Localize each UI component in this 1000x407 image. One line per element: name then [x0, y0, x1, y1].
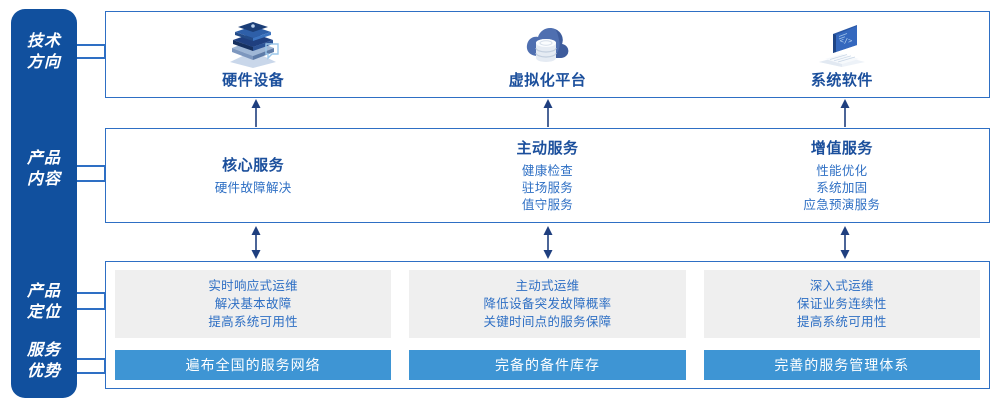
rail-label-tech-direction: 技术 方向	[11, 31, 77, 73]
rail-label-line: 方向	[26, 54, 61, 71]
content-column-item: 性能优化	[816, 164, 868, 178]
arrow-double-vertical-icon	[251, 226, 261, 259]
content-column-item: 系统加固	[816, 181, 868, 195]
positioning-box[interactable]: 实时响应式运维 解决基本故障 提高系统可用性	[115, 270, 392, 338]
advantage-bar[interactable]: 完善的服务管理体系	[703, 350, 980, 380]
tech-item-hardware[interactable]: 硬件设备	[106, 12, 400, 97]
connector-line	[77, 57, 106, 59]
connector-line	[77, 44, 106, 46]
connector-line	[104, 44, 106, 58]
bottom-columns: 实时响应式运维 解决基本故障 提高系统可用性 遍布全国的服务网络 主动式运维 降…	[115, 270, 980, 380]
content-column-item: 应急预演服务	[803, 198, 881, 212]
positioning-item: 解决基本故障	[214, 297, 292, 311]
product-content-columns: 核心服务 硬件故障解决 主动服务 健康检查 驻场服务 值守服务 增值服务 性能优…	[106, 129, 989, 222]
rail-label-product-content: 产品 内容	[11, 148, 77, 190]
bottom-column-proactive: 主动式运维 降低设备突发故障概率 关键时间点的服务保障 完备的备件库存	[409, 270, 686, 380]
advantage-bar[interactable]: 遍布全国的服务网络	[115, 350, 392, 380]
connector-line	[77, 308, 106, 310]
rail-label-line: 优势	[26, 363, 61, 380]
tech-item-virtualization[interactable]: 虚拟化平台	[400, 12, 694, 97]
positioning-item: 提高系统可用性	[208, 315, 298, 329]
content-column-title: 主动服务	[516, 140, 579, 157]
connector-line	[77, 180, 106, 182]
positioning-item: 深入式运维	[809, 279, 874, 293]
positioning-box[interactable]: 主动式运维 降低设备突发故障概率 关键时间点的服务保障	[409, 270, 686, 338]
laptop-code-icon: </>	[818, 25, 865, 67]
connector-line	[77, 358, 106, 360]
positioning-box[interactable]: 深入式运维 保证业务连续性 提高系统可用性	[703, 270, 980, 338]
left-rail	[11, 9, 77, 398]
rail-label-line: 内容	[26, 171, 61, 188]
tech-item-label: 硬件设备	[222, 72, 285, 89]
rail-label-line: 技术	[26, 33, 61, 50]
rail-label-line: 产品	[26, 283, 61, 300]
rail-label-line: 定位	[26, 304, 61, 321]
positioning-item: 降低设备突发故障概率	[483, 297, 612, 311]
arrow-double-vertical-icon	[840, 226, 850, 259]
positioning-item: 关键时间点的服务保障	[483, 315, 612, 329]
arrow-up-icon	[251, 99, 261, 127]
server-stack-icon	[230, 22, 279, 68]
content-column-item: 健康检查	[521, 164, 574, 178]
advantage-bar[interactable]: 完备的备件库存	[409, 350, 686, 380]
rail-label-product-position: 产品 定位	[11, 281, 77, 323]
tech-item-label: 系统软件	[810, 72, 873, 89]
content-column-item: 硬件故障解决	[214, 181, 292, 195]
tech-item-system-software[interactable]: </> 系统软件	[695, 12, 989, 97]
connector-line	[104, 165, 106, 181]
bottom-column-realtime: 实时响应式运维 解决基本故障 提高系统可用性 遍布全国的服务网络	[115, 270, 392, 380]
positioning-item: 提高系统可用性	[797, 315, 887, 329]
technology-direction-panel: 硬件设备 虚拟化平台	[105, 11, 990, 98]
arrow-double-vertical-icon	[543, 226, 553, 259]
content-column-value-added-service[interactable]: 增值服务 性能优化 系统加固 应急预演服务	[695, 129, 989, 222]
technology-items: 硬件设备 虚拟化平台	[106, 12, 989, 97]
content-column-title: 增值服务	[810, 140, 873, 157]
positioning-item: 实时响应式运维	[208, 279, 298, 293]
svg-text:</>: </>	[839, 37, 852, 45]
connector-line	[77, 165, 106, 167]
content-column-item: 驻场服务	[521, 181, 574, 195]
content-column-item: 值守服务	[521, 198, 574, 212]
positioning-item: 保证业务连续性	[797, 297, 887, 311]
arrow-up-icon	[543, 99, 553, 127]
connector-line	[104, 358, 106, 373]
bottom-column-indepth: 深入式运维 保证业务连续性 提高系统可用性 完善的服务管理体系	[703, 270, 980, 380]
positioning-item: 主动式运维	[515, 279, 580, 293]
product-content-panel: 核心服务 硬件故障解决 主动服务 健康检查 驻场服务 值守服务 增值服务 性能优…	[105, 128, 990, 223]
cloud-database-icon	[527, 27, 569, 62]
arrow-up-icon	[840, 99, 850, 127]
connector-line	[77, 372, 106, 374]
connector-line	[104, 292, 106, 309]
tech-item-label: 虚拟化平台	[508, 72, 587, 89]
rail-label-line: 服务	[26, 342, 61, 359]
rail-label-service-advantage: 服务 优势	[11, 340, 77, 382]
content-column-core-service[interactable]: 核心服务 硬件故障解决	[106, 129, 400, 222]
connector-line	[77, 292, 106, 294]
content-column-title: 核心服务	[222, 157, 285, 174]
rail-label-line: 产品	[26, 150, 61, 167]
positioning-advantage-panel: 实时响应式运维 解决基本故障 提高系统可用性 遍布全国的服务网络 主动式运维 降…	[105, 261, 990, 389]
content-column-proactive-service[interactable]: 主动服务 健康检查 驻场服务 值守服务	[400, 129, 694, 222]
